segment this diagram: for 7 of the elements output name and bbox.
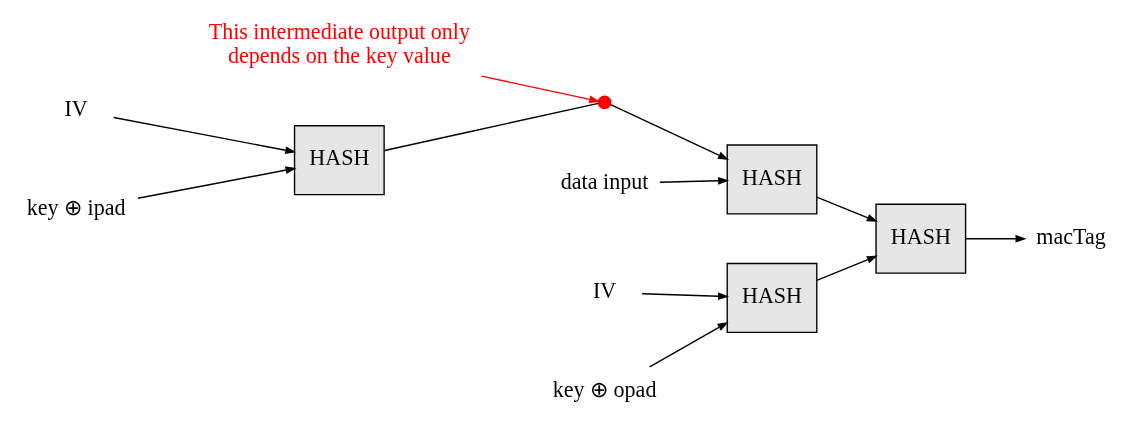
node-text: key ⊕ ipad	[26, 194, 126, 220]
node-text: This intermediate output only depends on the key value	[208, 18, 470, 68]
node-text: IV	[64, 95, 88, 121]
node-text: macTag	[1036, 223, 1106, 249]
node-text: key ⊕ opad	[552, 376, 657, 402]
node-text: data input	[560, 168, 649, 194]
node-text: IV	[592, 277, 617, 303]
